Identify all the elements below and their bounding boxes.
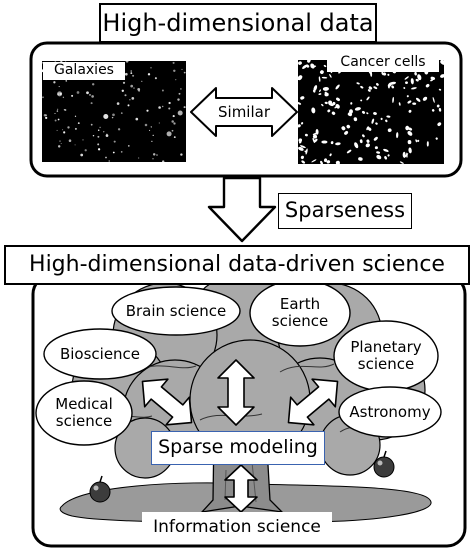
sparse-modeling-label: Sparse modeling: [151, 431, 325, 465]
title-high-dimensional-data: High-dimensional data: [99, 3, 377, 43]
cancer-cells-label: Cancer cells: [327, 54, 439, 72]
brain-science-label: Brain science: [125, 301, 227, 320]
title-data-driven-science: High-dimensional data-driven science: [4, 245, 470, 285]
similar-label: Similar: [218, 102, 270, 121]
planetary-science-label: Planetary science: [350, 338, 422, 373]
ellipse-medical-science: [35, 380, 133, 446]
apple-left: [89, 475, 111, 503]
bioscience-label: Bioscience: [59, 344, 141, 363]
cancer-cells-image: [298, 60, 444, 164]
astronomy-label: Astronomy: [349, 402, 431, 421]
arrow-center-vertical: [217, 359, 255, 426]
ellipse-astronomy: [338, 386, 442, 438]
ellipse-bioscience: [43, 328, 157, 380]
apple-right: [373, 450, 395, 478]
arrow-left-diagonal: [141, 378, 193, 426]
ellipse-brain-science: [111, 286, 241, 336]
similar-double-arrow: [190, 87, 298, 137]
arrow-right-diagonal: [287, 378, 339, 426]
sparseness-label: Sparseness: [278, 193, 412, 229]
galaxies-label: Galaxies: [43, 62, 125, 80]
earth-science-label: Earth science: [271, 295, 329, 330]
medical-science-label: Medical science: [55, 395, 113, 430]
information-science-label: Information science: [142, 512, 332, 544]
down-arrow: [207, 176, 277, 243]
